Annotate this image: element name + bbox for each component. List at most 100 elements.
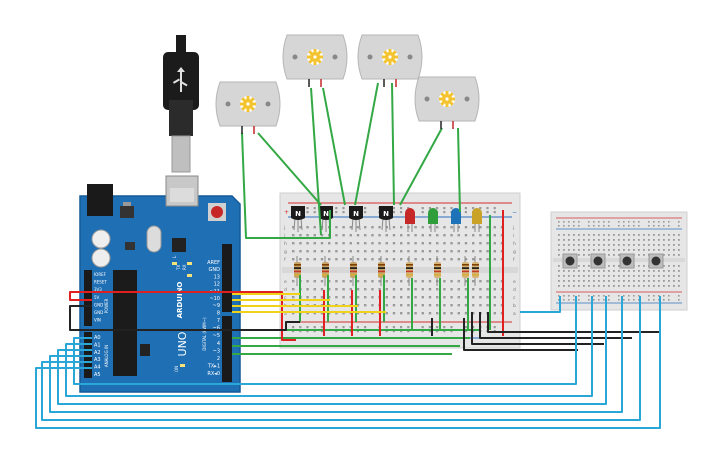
wires <box>35 82 661 429</box>
row-letter: g <box>284 250 287 255</box>
power-pin-label: IOREF <box>94 272 107 277</box>
row-letter: a <box>513 312 516 317</box>
transistor-mark: N <box>323 210 329 218</box>
dc-motor <box>414 76 480 129</box>
row-letter: f <box>284 257 286 263</box>
power-pin-label: GND <box>94 302 103 307</box>
led <box>428 208 438 232</box>
pushbutton[interactable] <box>590 253 606 269</box>
motor-wires <box>241 82 461 239</box>
dc-motor <box>357 34 423 87</box>
analog-pin-label: A2 <box>94 350 101 356</box>
row-letter: g <box>513 250 516 255</box>
npn-transistor: N <box>291 206 305 232</box>
atmega-chip <box>113 270 137 376</box>
rx-label: RX <box>182 264 187 270</box>
motor-gear-icon <box>439 91 455 107</box>
analog-section-label: ANALOG IN <box>104 345 109 367</box>
row-letter: i <box>284 233 285 239</box>
analog-pin-label: A5 <box>94 372 101 378</box>
row-letter: j <box>283 225 285 231</box>
rail-minus-label: − <box>512 209 517 216</box>
digital-pin-label: ~6 <box>213 326 220 332</box>
npn-transistor: N <box>349 206 363 232</box>
power-pin-label: 3V3 <box>94 287 102 292</box>
on-label: ON <box>174 366 179 372</box>
digital-pin-label: 13 <box>214 274 220 280</box>
digital-pin-label: GND <box>209 267 221 273</box>
resistor <box>350 256 357 286</box>
analog-pin-label: A0 <box>94 335 101 341</box>
power-pin-label: VIN <box>94 318 101 323</box>
resistor <box>322 256 329 286</box>
digital-pin-label: ~9 <box>213 303 220 309</box>
pushbutton[interactable] <box>562 253 578 269</box>
row-letter: e <box>284 280 287 285</box>
pushbutton[interactable] <box>619 253 635 269</box>
row-letter: d <box>513 287 516 293</box>
digital-pin-label: 4 <box>217 341 220 347</box>
digital-pin-label: RX◂0 <box>207 371 220 377</box>
arduino-uno-board: ARDUINO UNO TX RX L ON POWER ANALOG IN D… <box>79 175 241 393</box>
pushbuttons <box>562 253 664 269</box>
analog-pin-label: A4 <box>94 365 101 371</box>
digital-pin-label: 8 <box>217 310 220 316</box>
row-letter: h <box>513 241 516 247</box>
dc-motors <box>215 34 480 134</box>
transistor-mark: N <box>295 210 301 218</box>
led <box>451 208 461 232</box>
transistor-mark: N <box>353 210 359 218</box>
rail-plus-label: + <box>284 209 289 216</box>
barrel-jack <box>87 184 113 216</box>
row-letter: h <box>284 241 287 247</box>
led <box>405 208 415 232</box>
dc-motor <box>282 34 348 87</box>
motor-gear-icon <box>382 49 398 65</box>
transistor-mark: N <box>383 210 389 218</box>
digital-pin-label: ~3 <box>213 348 220 354</box>
dc-motor <box>215 81 281 134</box>
resistor <box>434 256 441 286</box>
digital-pin-label: 7 <box>217 318 220 324</box>
power-section-label: POWER <box>104 298 109 313</box>
digital-section-label: DIGITAL (PWM~) <box>202 317 207 351</box>
digital-pin-label: AREF <box>207 260 220 266</box>
row-letter: f <box>513 257 515 263</box>
digital-pin-label: TX▸1 <box>207 364 220 370</box>
pushbutton[interactable] <box>648 253 664 269</box>
resistor <box>406 256 413 286</box>
capacitor <box>91 248 111 268</box>
led <box>472 208 482 232</box>
led-l-label: L <box>172 255 177 258</box>
resistors <box>294 256 479 286</box>
digital-pin-label: ~5 <box>213 333 220 339</box>
analog-pin-label: A1 <box>94 342 101 348</box>
digital-pin-label: ~10 <box>209 296 220 302</box>
leds <box>405 208 482 232</box>
motor-gear-icon <box>240 96 256 112</box>
motor-gear-icon <box>307 49 323 65</box>
usb-cable <box>163 35 199 173</box>
row-letter: e <box>513 280 516 285</box>
resistor <box>378 256 385 286</box>
power-pin-label: 5V <box>94 295 100 300</box>
power-header <box>84 270 92 326</box>
row-letter: d <box>284 287 287 293</box>
digital-pin-label: 2 <box>217 356 220 362</box>
row-letter: j <box>512 225 514 231</box>
power-pin-label: GND <box>94 310 103 315</box>
tx-label: TX <box>176 265 181 271</box>
resistor <box>462 256 469 286</box>
resistor <box>472 256 479 286</box>
row-letter: a <box>284 312 287 317</box>
analog-pin-label: A3 <box>94 357 101 363</box>
row-letter: b <box>513 303 516 309</box>
arduino-model-label: UNO <box>176 331 189 356</box>
row-letter: c <box>284 296 287 301</box>
